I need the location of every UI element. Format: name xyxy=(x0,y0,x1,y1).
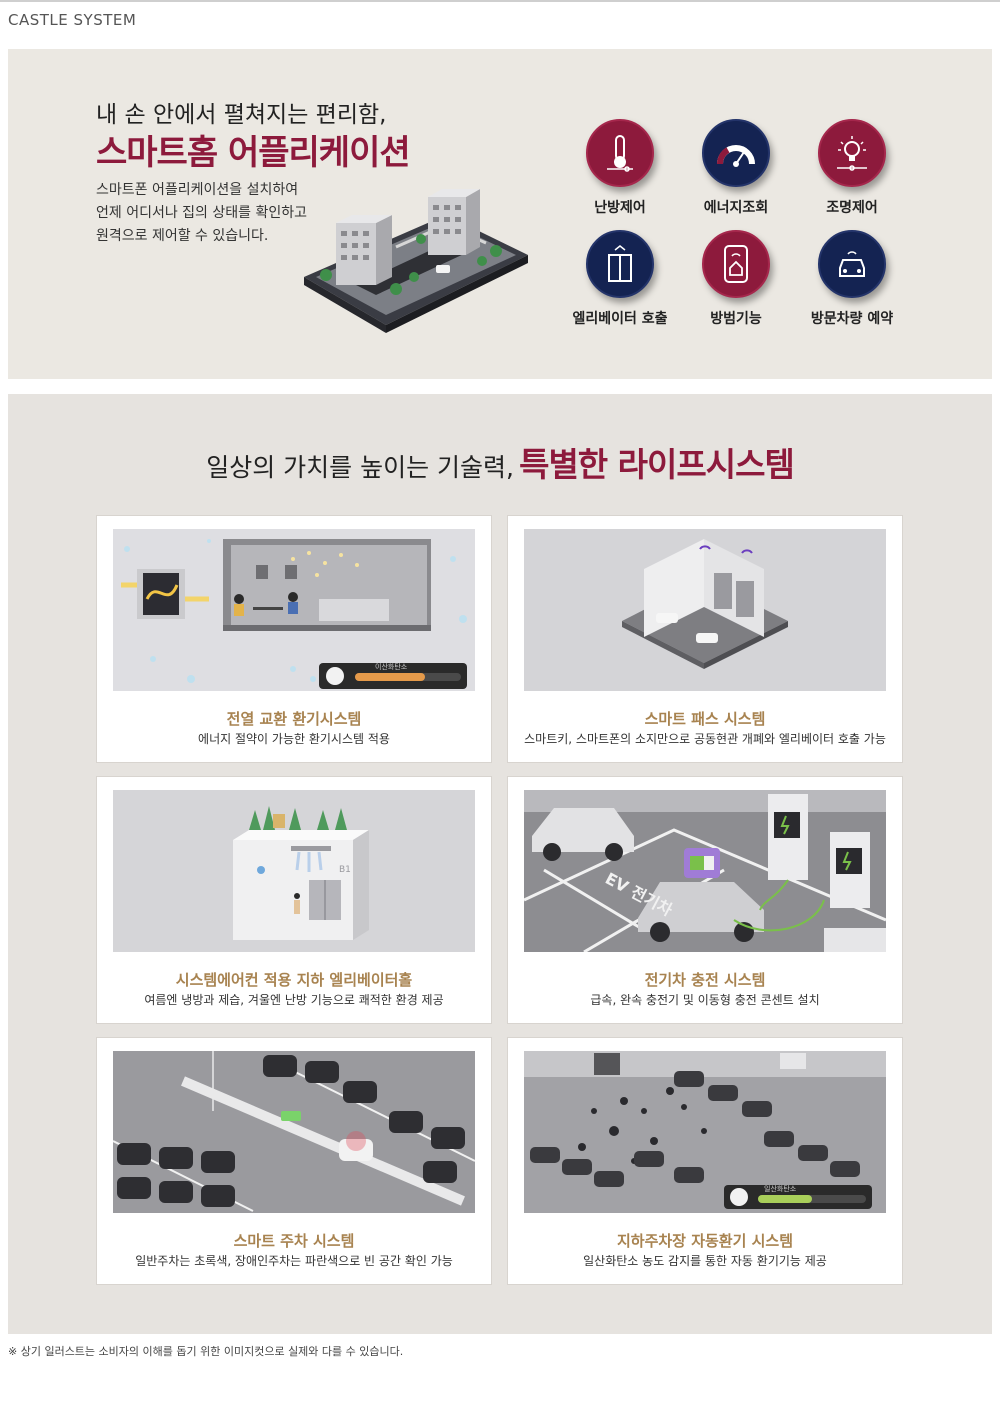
card-parking-auto-ventilation: 일산화탄소 지하주차장 자동환기 시스템 일산화탄소 농도 감지를 통한 자동 … xyxy=(507,1037,903,1285)
feature-label: 조명제어 xyxy=(826,200,878,216)
feature-label: 방문차량 예약 xyxy=(810,311,894,327)
feature-label: 에너지조회 xyxy=(703,200,769,216)
feature-energy: 에너지조회 xyxy=(681,119,791,217)
ev-charging-illustration: EV 전기차 xyxy=(524,790,886,952)
car-icon xyxy=(839,251,865,277)
smart-home-app-section: 내 손 안에서 펼쳐지는 편리함, 스마트홈 어플리케이션 스마트폰 어플리케이… xyxy=(8,49,992,379)
heading-accent: 특별한 라이프시스템 xyxy=(519,445,795,484)
life-system-section: 일상의 가치를 높이는 기술력, 특별한 라이프시스템 xyxy=(8,394,992,1334)
card-smart-parking: 스마트 주차 시스템 일반주차는 초록색, 장애인주차는 파란색으로 빈 공간 … xyxy=(96,1037,492,1285)
visitor-car-button xyxy=(818,230,886,298)
app-description-line: 스마트폰 어플리케이션을 설치하여 xyxy=(96,182,299,198)
thermometer-icon xyxy=(607,135,633,172)
floor-label: B1 xyxy=(339,865,351,875)
energy-button xyxy=(702,119,770,187)
card-smart-pass: 스마트 패스 시스템 스마트키, 스마트폰의 소지만으로 공동현관 개폐와 엘리… xyxy=(507,515,903,763)
card-description: 에너지 절약이 가능한 환기시스템 적용 xyxy=(198,732,390,746)
energy-gauge-icon xyxy=(716,145,755,167)
card-description: 스마트키, 스마트폰의 소지만으로 공동현관 개폐와 엘리베이터 호출 가능 xyxy=(524,732,886,746)
lighting-button xyxy=(818,119,886,187)
card-description: 급속, 완속 충전기 및 이동형 충전 콘센트 설치 xyxy=(590,993,820,1007)
security-button xyxy=(702,230,770,298)
card-heat-exchange-ventilation: 이산화탄소 전열 교환 환기시스템 에너지 절약이 가능한 환기시스템 적용 xyxy=(96,515,492,763)
heating-button xyxy=(586,119,654,187)
card-description: 일반주차는 초록색, 장애인주차는 파란색으로 빈 공간 확인 가능 xyxy=(135,1254,453,1268)
parking-ventilation-illustration: 일산화탄소 xyxy=(524,1051,886,1213)
feature-label: 난방제어 xyxy=(594,200,646,216)
feature-heating: 난방제어 xyxy=(565,119,675,217)
phone-illustration xyxy=(296,177,536,337)
card-elevator-hall-aircon: B1 시스템에어컨 적용 지하 엘리베이터홀 여름엔 냉방과 제습, 겨울엔 난… xyxy=(96,776,492,1024)
card-title: 스마트 주차 시스템 xyxy=(233,1232,355,1250)
card-description: 여름엔 냉방과 제습, 겨울엔 난방 기능으로 쾌적한 환경 제공 xyxy=(144,993,444,1007)
light-bulb-icon xyxy=(837,136,867,171)
life-system-heading: 일상의 가치를 높이는 기술력, 특별한 라이프시스템 xyxy=(8,438,992,486)
feature-label: 엘리베이터 호출 xyxy=(572,311,668,327)
app-description-line: 언제 어디서나 집의 상태를 확인하고 xyxy=(96,205,307,221)
card-description: 일산화탄소 농도 감지를 통한 자동 환기기능 제공 xyxy=(583,1254,827,1268)
elevator-icon xyxy=(608,245,632,282)
elevator-hall-illustration: B1 xyxy=(113,790,475,952)
card-ev-charging: EV 전기차 전기차 충전 시스템 급속, 완속 충전기 및 이동형 충전 콘센… xyxy=(507,776,903,1024)
feature-elevator: 엘리베이터 호출 xyxy=(565,230,675,328)
feature-visitor-car: 방문차량 예약 xyxy=(797,230,907,328)
smart-pass-illustration xyxy=(524,529,886,691)
app-description: 스마트폰 어플리케이션을 설치하여 언제 어디서나 집의 상태를 확인하고 원격… xyxy=(96,179,307,248)
page-label: CASTLE SYSTEM xyxy=(8,11,137,29)
app-subtitle: 내 손 안에서 펼쳐지는 편리함, xyxy=(96,102,387,128)
feature-security: 방범기능 xyxy=(681,230,791,328)
top-divider xyxy=(0,0,1000,2)
ventilation-illustration: 이산화탄소 xyxy=(113,529,475,691)
disclaimer: ※ 상기 일러스트는 소비자의 이해를 돕기 위한 이미지컷으로 실제와 다를 … xyxy=(8,1345,404,1358)
card-title: 시스템에어컨 적용 지하 엘리베이터홀 xyxy=(175,971,413,989)
elevator-button xyxy=(586,230,654,298)
smart-parking-illustration xyxy=(113,1051,475,1213)
app-description-line: 원격으로 제어할 수 있습니다. xyxy=(96,228,269,244)
co2-meter-label: 이산화탄소 xyxy=(375,662,408,671)
heading-lead: 일상의 가치를 높이는 기술력, xyxy=(206,453,514,482)
card-title: 지하주차장 자동환기 시스템 xyxy=(616,1232,794,1250)
co-meter-label: 일산화탄소 xyxy=(764,1184,797,1193)
card-title: 전기차 충전 시스템 xyxy=(644,971,766,989)
feature-lighting: 조명제어 xyxy=(797,119,907,217)
app-title: 스마트홈 어플리케이션 xyxy=(96,133,411,173)
card-title: 전열 교환 환기시스템 xyxy=(226,710,362,728)
feature-label: 방범기능 xyxy=(710,311,762,327)
card-title: 스마트 패스 시스템 xyxy=(644,710,766,728)
home-security-icon xyxy=(724,245,748,283)
